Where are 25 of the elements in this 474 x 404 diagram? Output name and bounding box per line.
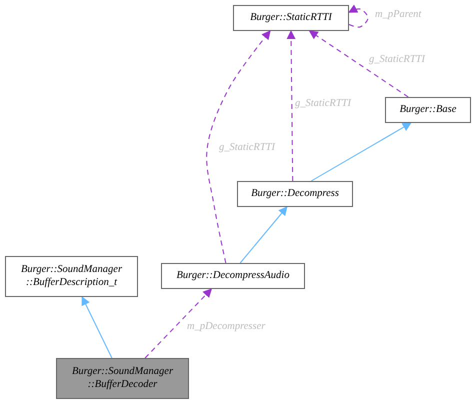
edge-label: g_StaticRTTI: [368, 54, 426, 66]
class-name: Burger::SoundManager ::BufferDescription_t: [20, 264, 124, 290]
class-box: [233, 5, 349, 31]
edge-label: g_StaticRTTI: [294, 98, 352, 110]
class-box: [56, 358, 189, 399]
class-name: Burger::SoundManager ::BufferDecoder: [70, 366, 174, 392]
class-name: Burger::Base: [400, 104, 456, 116]
arrow: [206, 30, 271, 264]
arrow: [144, 288, 212, 358]
edge-label: m_pParent: [374, 9, 422, 21]
arrow: [82, 296, 112, 358]
class-box: [5, 256, 138, 297]
class-name: Burger::Decompress: [251, 188, 339, 200]
class-box: [161, 263, 305, 289]
class-box: [385, 97, 471, 123]
arrow: [308, 30, 409, 98]
class-name: Burger::DecompressAudio: [176, 270, 290, 282]
arrow: [240, 206, 288, 264]
edge-label: m_pDecompresser: [186, 321, 266, 333]
arrow: [286, 30, 296, 182]
edge-label: g_StaticRTTI: [218, 142, 276, 154]
class-box: [237, 181, 353, 207]
arrow: [348, 4, 368, 28]
arrow: [310, 122, 412, 182]
class-name: Burger::StaticRTTI: [250, 12, 332, 24]
